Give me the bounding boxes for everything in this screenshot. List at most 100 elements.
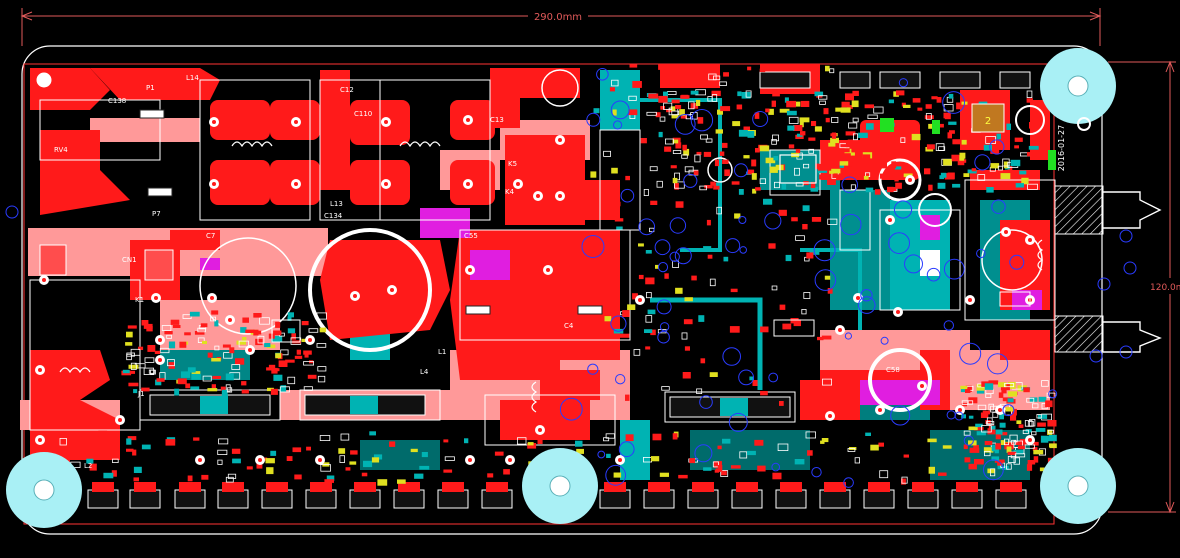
smd-pad [709, 372, 718, 377]
smd-pad [949, 130, 955, 134]
smd-pad [672, 433, 678, 440]
smd-pad [1024, 420, 1033, 427]
smd-pad [755, 148, 760, 153]
smd-pad [757, 465, 766, 472]
ref-label: K5 [508, 160, 517, 168]
smd-pad [810, 181, 816, 189]
through-hole-drill [558, 138, 562, 142]
smd-pad [873, 106, 884, 114]
smd-pad [660, 106, 665, 110]
smd-pad [685, 114, 693, 120]
corner-hole [1077, 117, 1091, 131]
via-ring [739, 246, 748, 254]
smd-pad [670, 106, 676, 111]
smd-pad [1005, 407, 1015, 412]
smd-pad [127, 436, 137, 441]
smd-pad [444, 456, 455, 461]
smd-pad [839, 170, 844, 175]
smd-pad [527, 442, 534, 446]
smd-pad [664, 146, 672, 152]
through-hole-drill [536, 194, 540, 198]
smd-pad [984, 383, 994, 390]
bottom-connector-pads [92, 482, 1022, 492]
smd-pad [611, 79, 619, 87]
smd-pad [806, 252, 814, 259]
smd-pad [713, 182, 720, 190]
smd-pad [166, 359, 175, 367]
smd-pad [275, 353, 282, 359]
smd-pad [373, 454, 383, 460]
smd-pad [273, 374, 283, 381]
smd-pad [1026, 464, 1033, 471]
smd-pad [214, 320, 219, 327]
smd-pad [963, 92, 970, 96]
smd-pad [738, 129, 748, 137]
smd-pad [689, 458, 695, 464]
smd-pad [795, 148, 801, 153]
smd-pad [226, 387, 233, 393]
smd-pad [992, 411, 999, 418]
through-hole-drill [856, 296, 860, 300]
smd-pad [671, 110, 680, 116]
smd-pad [772, 472, 782, 480]
smd-pad [200, 323, 208, 328]
hatched-connectors [1054, 185, 1104, 353]
height-dimension-label: 120.0mm [1150, 283, 1180, 293]
smd-pad [778, 209, 787, 216]
smd-pad [59, 437, 67, 446]
designator-labels: L14 L13 L1 L2 L4 C134 C110 C12 C13 C138 … [54, 74, 900, 470]
smd-pad [1013, 457, 1020, 465]
smd-pad [201, 474, 209, 480]
smd-pad [1031, 431, 1037, 436]
smd-pad [225, 373, 234, 381]
smd-pad [132, 449, 137, 456]
ref-label: L2 [84, 462, 92, 470]
smd-pad [894, 136, 899, 141]
smd-pad [715, 129, 723, 134]
through-hole-drill [158, 338, 162, 342]
via-ring [946, 410, 956, 420]
smd-pad [130, 362, 137, 370]
smd-pad [968, 440, 977, 446]
smd-pad [684, 346, 690, 351]
smd-pad [696, 388, 703, 394]
smd-pad [994, 459, 1005, 463]
smd-pad [576, 448, 584, 454]
via-ring [768, 372, 779, 383]
smd-pad [227, 473, 237, 479]
smd-pad [1038, 396, 1047, 402]
via-ring [844, 332, 853, 340]
via-ring [669, 217, 687, 234]
smd-pad [781, 183, 787, 190]
smd-pad [682, 372, 691, 379]
smd-pad [895, 166, 902, 170]
smd-pad [865, 187, 874, 193]
smd-pad [743, 155, 750, 159]
smd-pad [191, 373, 201, 380]
smd-pad [879, 173, 890, 179]
smd-pad [608, 269, 618, 276]
smd-pad [287, 328, 296, 334]
smd-pad [270, 388, 278, 395]
via-ring [669, 251, 680, 262]
smd-pad [500, 433, 507, 439]
smd-pad [320, 464, 331, 472]
smd-pad [220, 386, 226, 391]
via-ring [1119, 345, 1133, 359]
smd-pad [983, 144, 992, 151]
smd-pad [680, 114, 687, 119]
smd-pad [772, 92, 780, 97]
smd-pad [133, 466, 142, 473]
smd-pad [964, 457, 971, 463]
smd-pad [845, 131, 856, 136]
smd-pad [304, 351, 309, 358]
smd-pad [840, 148, 850, 153]
smd-pad [141, 444, 151, 450]
via-ring [659, 322, 670, 332]
smd-pad [895, 182, 902, 189]
smd-pad [825, 65, 830, 72]
smd-pad [616, 226, 623, 230]
smd-pad [189, 311, 200, 317]
via-ring [605, 464, 627, 486]
smd-pad [672, 139, 679, 144]
